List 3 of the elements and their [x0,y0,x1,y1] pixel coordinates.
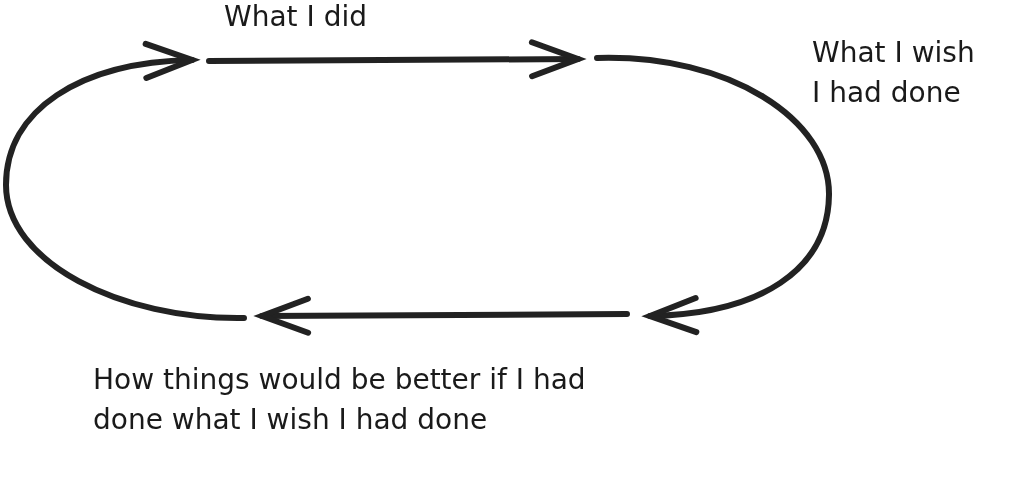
label-text: What I wish I had done [812,35,976,111]
label-text: What I did [224,0,368,35]
label-text: How things would be better if I had done what I wish I had done [93,362,587,438]
